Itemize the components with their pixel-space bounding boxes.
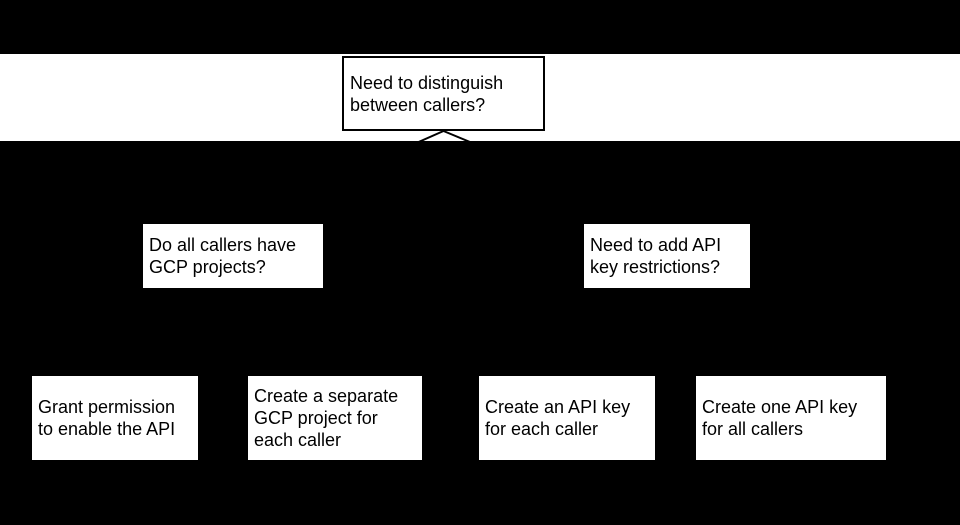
outcome-node-grant-permission: Grant permission to enable the API <box>30 374 200 462</box>
decision-node-label: Need to distinguish between callers? <box>350 72 504 115</box>
connector-right-question-to-leaf3 <box>566 289 668 377</box>
connector-root-to-left-question <box>232 130 444 225</box>
decision-node-gcp-projects: Do all callers have GCP projects? <box>141 222 325 290</box>
connector-root-to-right-question <box>443 130 668 225</box>
outcome-node-label: Create one API key for all callers <box>702 397 858 439</box>
outcome-node-api-key-each-caller: Create an API key for each caller <box>477 374 657 462</box>
connector-right-question-to-leaf4 <box>666 289 792 377</box>
connector-left-question-to-leaf1 <box>114 289 234 377</box>
outcome-node-label: Create a separate GCP project for each c… <box>254 386 399 450</box>
decision-node-label: Do all callers have GCP projects? <box>149 235 297 277</box>
decision-node-api-key-restrictions: Need to add API key restrictions? <box>582 222 752 290</box>
outcome-node-label: Create an API key for each caller <box>485 397 631 439</box>
outcome-node-label: Grant permission to enable the API <box>38 397 176 439</box>
decision-node-distinguish-callers: Need to distinguish between callers? <box>342 56 545 131</box>
outcome-node-separate-gcp-project: Create a separate GCP project for each c… <box>246 374 424 462</box>
outcome-node-one-api-key: Create one API key for all callers <box>694 374 888 462</box>
decision-node-label: Need to add API key restrictions? <box>590 235 722 277</box>
connector-left-question-to-leaf2 <box>232 289 336 377</box>
